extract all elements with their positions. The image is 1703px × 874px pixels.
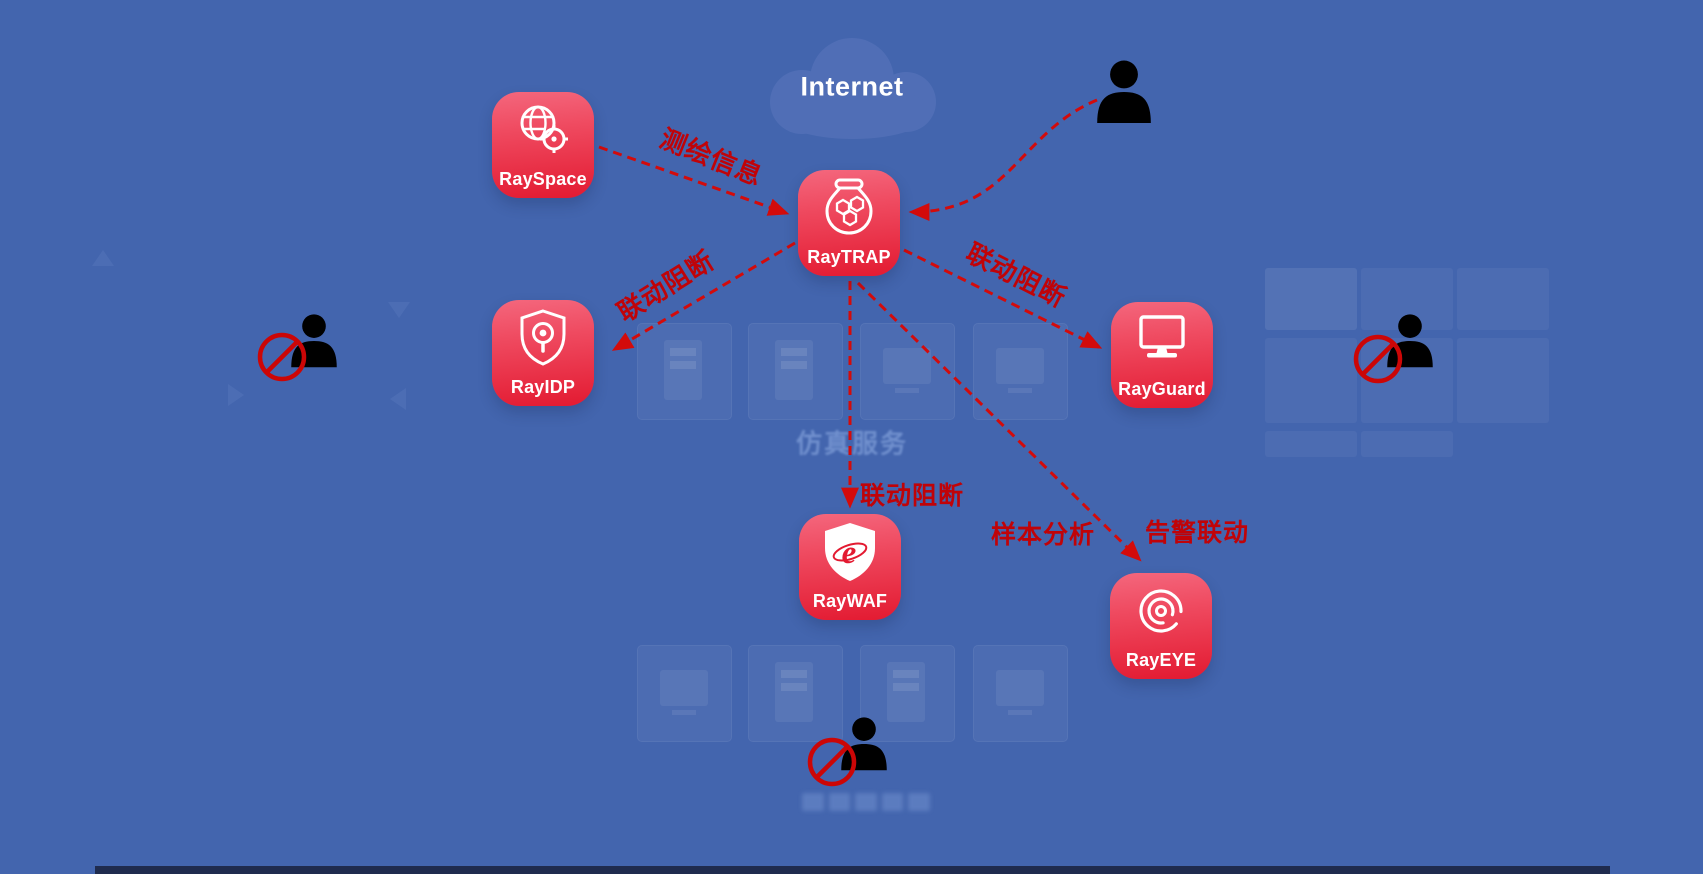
ghost-tile [637,645,732,742]
edge-label-block-waf: 联动阻断 [859,482,965,510]
ghost-panel [1265,338,1357,423]
monitor-icon [883,348,931,393]
monitor-icon [996,348,1044,393]
node-rayeye: RayEYE [1110,573,1212,679]
edge-attacker-raytrap [908,98,1098,221]
no-entry-icon [1353,334,1403,384]
ghost-panel [1361,431,1453,457]
no-entry-icon [807,737,857,787]
node-label: RayGuard [1118,379,1206,399]
internet-label: Internet [800,71,904,102]
spiral-eye-icon [1139,589,1183,633]
node-raywaf: e RayWAF [799,514,901,620]
server-icon [775,662,813,722]
edge-raytrap-rayeye [856,281,1142,562]
ghost-tile [860,323,955,420]
globe-crosshair-icon [520,105,568,153]
ghost-tile [748,323,843,420]
svg-text:e: e [842,535,857,571]
ghost-tile [973,323,1068,420]
node-label: RaySpace [499,169,587,189]
ghost-chevron-icon [92,250,114,266]
node-label: RayIDP [510,377,576,397]
node-label: RayWAF [812,591,888,611]
shield-browser-icon: e [825,523,875,581]
monitor-icon [660,670,708,715]
monitor-icon [996,670,1044,715]
node-rayspace: RaySpace [492,92,594,198]
server-icon [664,340,702,400]
monitor-icon [1139,315,1185,358]
ghost-chevron-icon [390,388,406,410]
server-icon [775,340,813,400]
edge-label-alert-linkage: 告警联动 [1144,519,1250,547]
ghost-tile [637,323,732,420]
node-label: RayEYE [1125,650,1197,670]
edge-raytrap-rayidp [611,241,796,351]
node-label: RayTRAP [807,247,891,267]
server-icon [887,662,925,722]
edge-raytrap-rayguard [903,248,1103,349]
ghost-chevron-icon [388,302,410,318]
ghost-chevron-icon [228,384,244,406]
ghost-tile [748,645,843,742]
edge-rayspace-raytrap [598,145,790,216]
node-rayguard: RayGuard [1111,302,1213,408]
ghost-tile [860,645,955,742]
no-entry-icon [257,332,307,382]
honeypot-jar-icon [825,178,873,235]
ghost-panel [1265,268,1357,330]
cloud-shape [770,38,936,139]
node-raytrap: RayTRAP [798,170,900,276]
ghost-text-blocks [802,793,930,811]
page-footer-strip [95,866,1610,874]
node-rayidp: RayIDP [492,300,594,406]
ghost-tile [973,645,1068,742]
ghost-panel [1457,268,1549,330]
attacker-icon [1097,60,1151,123]
ghost-panel [1457,338,1549,423]
ghost-panel [1265,431,1357,457]
shield-magnifier-icon [520,309,566,366]
edge-label-sample-analysis: 样本分析 [990,521,1096,549]
